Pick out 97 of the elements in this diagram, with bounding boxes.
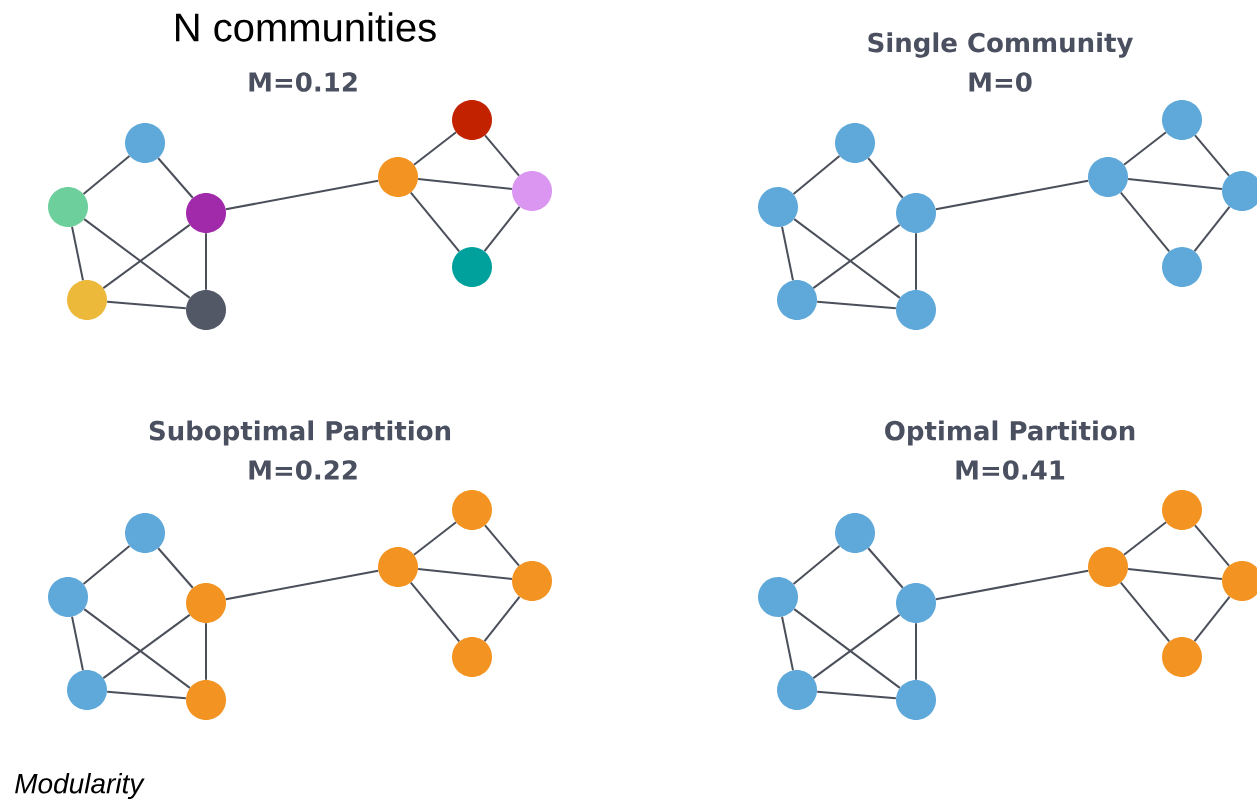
graph-node xyxy=(835,123,875,163)
graph-node xyxy=(48,577,88,617)
graph-edge xyxy=(792,154,841,196)
graph-edge xyxy=(793,218,901,299)
caption-text: Modularity xyxy=(15,772,145,800)
panel-title: M=0.22 xyxy=(249,460,357,480)
graph-edge xyxy=(102,613,191,680)
graph-node xyxy=(758,187,798,227)
graph-node xyxy=(512,561,552,601)
graph-node xyxy=(452,100,492,140)
graph-edge xyxy=(417,178,513,190)
graph-edge xyxy=(915,622,917,681)
graph-node xyxy=(1088,547,1128,587)
graph-node xyxy=(452,637,492,677)
graph-edge xyxy=(83,218,191,299)
graph-edge xyxy=(812,613,901,680)
panel-title: M=0.41 xyxy=(956,460,1065,480)
graph-node xyxy=(1088,157,1128,197)
graph-edge xyxy=(106,690,187,700)
graph-edge xyxy=(792,544,841,586)
graph-node xyxy=(1222,171,1257,211)
graph-edge xyxy=(483,205,521,253)
graph-edge xyxy=(1123,521,1167,556)
panel-title: M=0 xyxy=(969,72,1032,92)
graph-node xyxy=(1222,561,1257,601)
graph-edge xyxy=(106,300,187,310)
graph-edge xyxy=(816,690,897,700)
graph-node xyxy=(125,513,165,553)
graph-edge xyxy=(82,544,131,586)
graph-node xyxy=(777,280,817,320)
graph-edge xyxy=(1123,131,1167,166)
graph-node xyxy=(125,123,165,163)
graph-edge xyxy=(409,581,461,643)
panel-title: N communities xyxy=(176,12,436,42)
graph-edge xyxy=(1127,568,1223,580)
graph-edge xyxy=(71,615,84,672)
graph-edge xyxy=(1193,595,1231,643)
graph-node xyxy=(896,583,936,623)
graph-edge xyxy=(793,608,901,689)
graph-node xyxy=(758,577,798,617)
graph-edge xyxy=(867,157,904,199)
graph-edge xyxy=(205,622,207,681)
graph-edge xyxy=(409,191,461,253)
graph-edge xyxy=(934,179,1090,211)
graph-node xyxy=(896,193,936,233)
graph-edge xyxy=(83,608,191,689)
graph-edge xyxy=(867,547,904,589)
graph-node xyxy=(896,680,936,720)
graph-edge xyxy=(915,232,917,291)
graph-edge xyxy=(413,131,457,166)
graph-edge xyxy=(1119,581,1171,643)
graph-edge xyxy=(1194,134,1230,177)
graph-edge xyxy=(483,595,521,643)
graph-node xyxy=(835,513,875,553)
panel-title: Suboptimal Partition xyxy=(149,420,451,446)
graph-node xyxy=(186,290,226,330)
graph-node xyxy=(1162,637,1202,677)
graph-edge xyxy=(157,547,194,589)
graph-node xyxy=(1162,247,1202,287)
graph-node xyxy=(186,680,226,720)
panel-title: M=0.12 xyxy=(249,72,357,92)
graph-node xyxy=(48,187,88,227)
graph-node xyxy=(186,193,226,233)
graph-edge xyxy=(781,615,794,672)
graph-node xyxy=(512,171,552,211)
graph-node xyxy=(378,157,418,197)
graph-edge xyxy=(224,179,380,211)
graph-node xyxy=(452,247,492,287)
graph-node xyxy=(1162,100,1202,140)
graph-edge xyxy=(781,225,794,282)
graph-edge xyxy=(71,225,84,282)
graph-edge xyxy=(417,568,513,580)
graph-edge xyxy=(157,157,194,199)
graph-edge xyxy=(816,300,897,310)
graph-node xyxy=(452,490,492,530)
graph-edge xyxy=(205,232,207,291)
graph-edge xyxy=(102,223,191,290)
graph-node xyxy=(67,670,107,710)
graph-edge xyxy=(1119,191,1171,253)
graph-node xyxy=(1162,490,1202,530)
graph-edge xyxy=(934,569,1090,601)
graph-node xyxy=(67,280,107,320)
graph-edge xyxy=(224,569,380,601)
graph-edge xyxy=(82,154,131,196)
graph-node xyxy=(896,290,936,330)
graph-edge xyxy=(413,521,457,556)
graph-node xyxy=(378,547,418,587)
graph-edge xyxy=(1193,205,1231,253)
graph-edge xyxy=(484,524,520,567)
graph-node xyxy=(186,583,226,623)
panel-title: Single Community xyxy=(868,32,1133,58)
panel-title: Optimal Partition xyxy=(885,420,1135,446)
graph-edge xyxy=(1194,524,1230,567)
graph-edge xyxy=(1127,178,1223,190)
graph-node xyxy=(777,670,817,710)
graph-edge xyxy=(812,223,901,290)
graph-edge xyxy=(484,134,520,177)
